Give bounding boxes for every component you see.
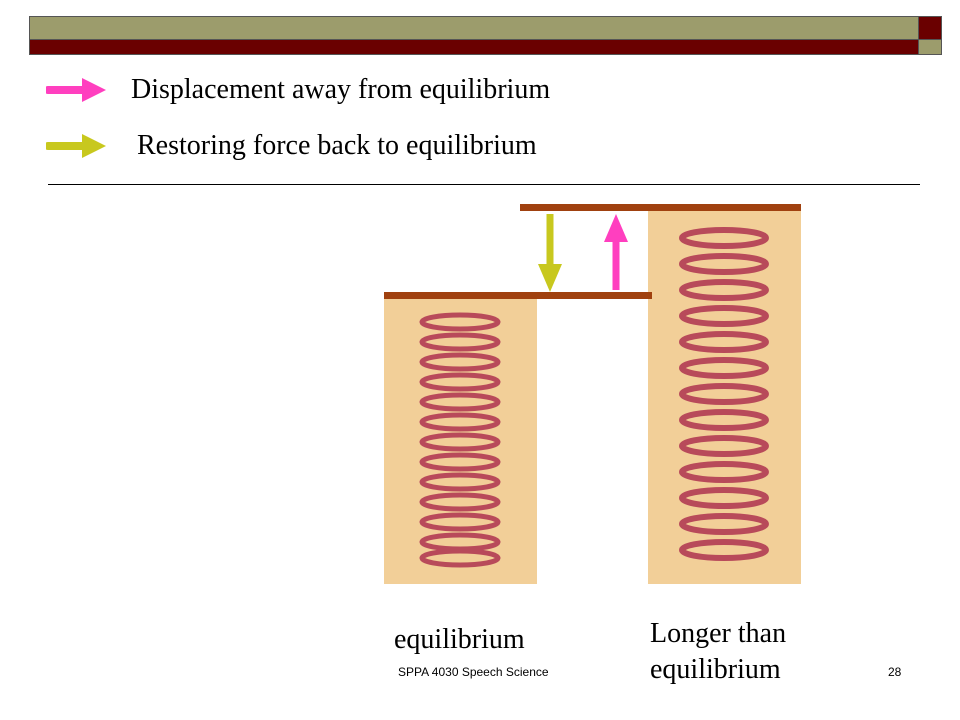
equilibrium-caption: equilibrium [394, 624, 525, 655]
longer-caption-line1: Longer than [650, 618, 787, 649]
equilibrium-spring-coils [419, 312, 501, 568]
equilibrium-plate [384, 292, 652, 299]
stretched-spring-coils [679, 227, 769, 561]
header-corner-olive [918, 39, 942, 55]
divider [48, 184, 920, 185]
legend-restoring-label: Restoring force back to equilibrium [137, 130, 537, 161]
header-corner-maroon [918, 16, 942, 40]
displacement-arrow-icon [604, 214, 628, 290]
stretched-plate [520, 204, 801, 211]
restoring-arrow-icon [538, 214, 562, 292]
header-olive-bar [29, 16, 919, 40]
header-maroon-bar [29, 39, 919, 55]
longer-caption-line2: equilibrium [650, 654, 781, 685]
equilibrium-spring-photo [384, 298, 537, 584]
footer-course: SPPA 4030 Speech Science [398, 665, 549, 679]
pink-arrow-icon [46, 78, 106, 102]
longer-caption: Longer than equilibrium [650, 616, 786, 688]
yellow-arrow-icon [46, 134, 106, 158]
stretched-spring-photo [648, 210, 801, 584]
footer-page-number: 28 [888, 665, 902, 679]
legend-displacement-label: Displacement away from equilibrium [131, 74, 551, 105]
spring-diagram [384, 204, 801, 584]
